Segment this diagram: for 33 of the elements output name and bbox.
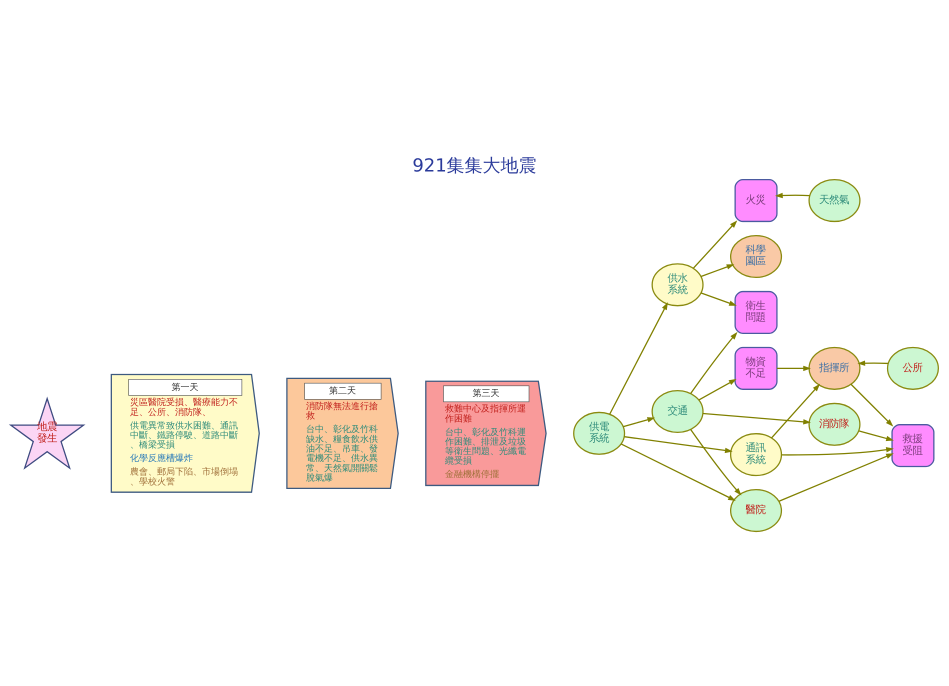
arrow (690, 332, 738, 394)
arrow (692, 220, 738, 269)
arrow (700, 292, 737, 306)
arrow (775, 192, 810, 198)
node-box: 物資不足 (734, 346, 778, 390)
node-ellipse: 公所 (886, 346, 939, 390)
node-ellipse: 通訊系統 (730, 433, 782, 476)
arrow (850, 384, 894, 427)
arrow (698, 378, 737, 400)
arrow (771, 384, 820, 438)
node-box: 火災 (734, 179, 778, 222)
node-ellipse: 科學園區 (730, 234, 782, 278)
node-ellipse: 指揮所 (808, 346, 861, 390)
node-ellipse: 供水系統 (652, 263, 704, 306)
arrow (690, 429, 742, 496)
arrow (776, 366, 811, 372)
arrow (609, 302, 668, 415)
node-box: 衛生問題 (734, 290, 778, 334)
diagram-title: 921集集大地震 (412, 156, 537, 177)
arrow (857, 360, 888, 366)
arrow (702, 412, 811, 425)
node-ellipse: 消防隊 (808, 402, 861, 446)
arrow (624, 436, 733, 454)
node-ellipse: 天然氣 (808, 179, 861, 222)
node-box: 救援受阻 (891, 424, 934, 468)
arrow (623, 417, 656, 428)
arrow (700, 264, 734, 278)
arrow (782, 447, 894, 456)
arrow (858, 430, 894, 442)
arrow (620, 443, 736, 501)
arrow (778, 453, 894, 502)
node-ellipse: 供電系統 (573, 412, 626, 455)
node-ellipse: 交通 (652, 390, 704, 434)
